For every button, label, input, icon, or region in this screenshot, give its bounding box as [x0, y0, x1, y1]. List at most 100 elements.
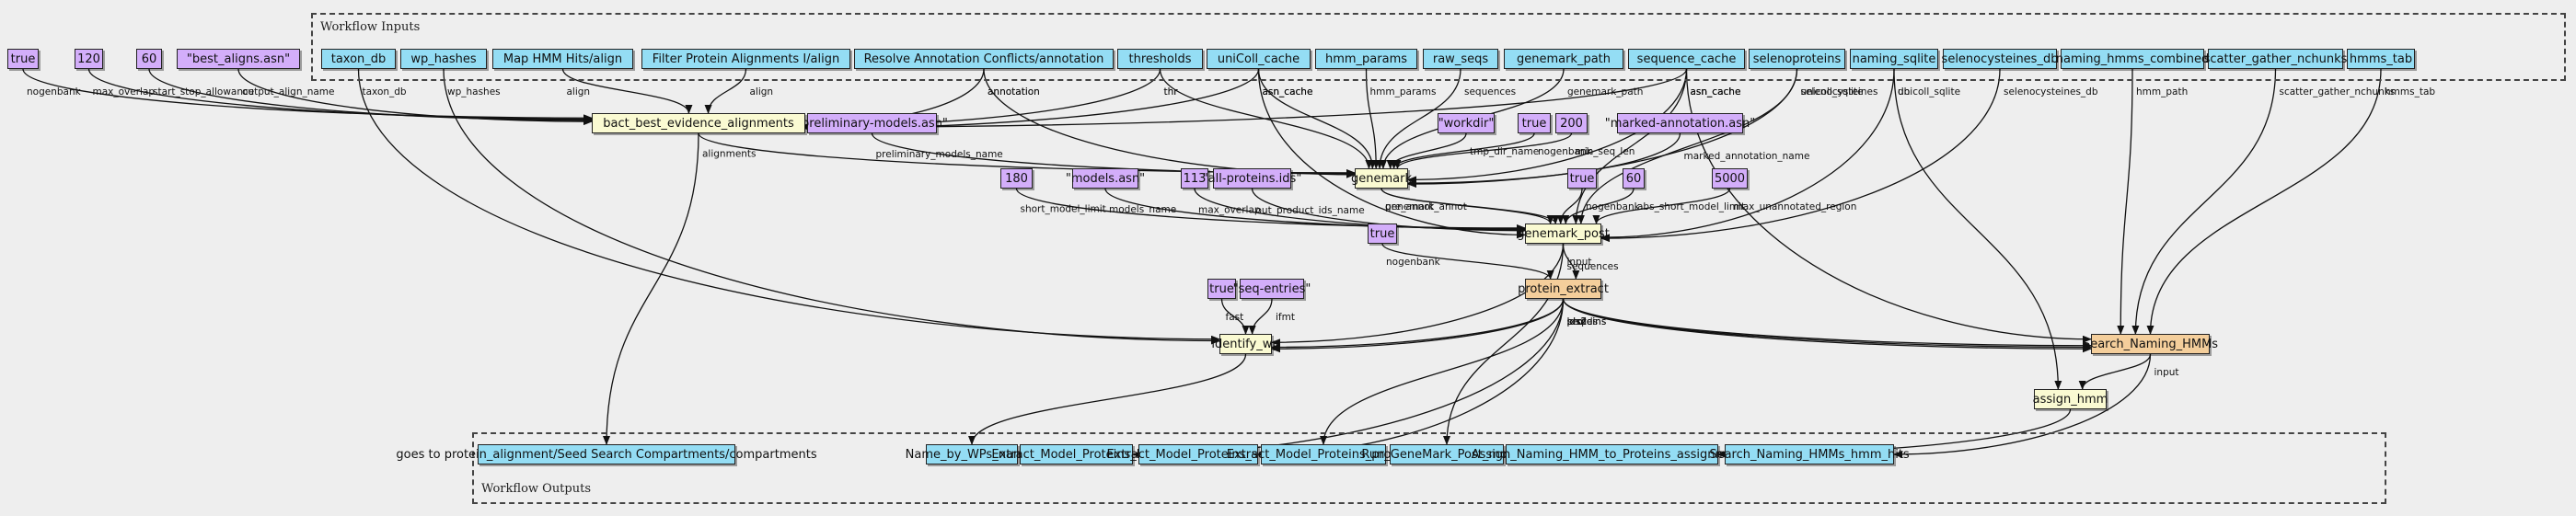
edge-identify-wp-to-o-names — [968, 353, 1247, 445]
edge-sequence-cache-to-genemark-post — [1572, 68, 1688, 224]
edge-unicoll-cache-to-genemark-post — [1257, 68, 1526, 239]
node-label: true — [1209, 281, 1234, 296]
input-node-wp-hashes[interactable]: wp_hashes — [400, 49, 487, 69]
edge-sequence-cache-to-bact — [804, 68, 1688, 132]
edge-label: input — [1567, 257, 1592, 268]
edge-label: pre_annot — [1385, 201, 1434, 212]
output-node-o-names[interactable]: Name_by_WPs_names — [906, 444, 1038, 464]
edge-l-true5-to-identify-wp — [1220, 298, 1250, 335]
edge-l-120-to-bact — [87, 68, 593, 123]
edge-scatter-gather-nchunks-to-search-naming — [2131, 68, 2277, 335]
node-label: hmms_tab — [2349, 52, 2413, 66]
edge-protein-extract-to-o-lds2 — [1132, 298, 1565, 458]
literal-node-l-models[interactable]: "models.asn" — [1066, 168, 1145, 189]
edge-label: hmms_tab — [2385, 86, 2435, 97]
input-node-sequence-cache[interactable]: sequence_cache — [1628, 49, 1745, 69]
node-label: Extract_Model_Proteins_proteins — [1226, 447, 1421, 462]
input-node-taxon-db[interactable]: taxon_db — [321, 49, 396, 69]
output-node-o-lds2[interactable]: Extract_Model_Proteins_lds2 — [991, 444, 1161, 464]
node-label: 60 — [141, 52, 157, 66]
edge-label: short_model_limit — [1021, 203, 1106, 214]
output-node-o-gmpost[interactable]: Run_GeneMark_Post_models — [1361, 444, 1532, 464]
input-node-naming-hmms-combined[interactable]: naming_hmms_combined — [2056, 49, 2209, 69]
input-node-selenocysteines-db[interactable]: selenocysteines_db — [1942, 49, 2058, 69]
input-node-hmms-tab[interactable]: hmms_tab — [2347, 49, 2415, 69]
step-node-protein-extract[interactable]: protein_extract — [1518, 279, 1609, 299]
input-node-selenoproteins[interactable]: selenoproteins — [1749, 49, 1845, 69]
edge-genemark-post-to-o-gmpost — [1443, 243, 1565, 445]
edge-label: marked_annotation_name — [1684, 151, 1810, 162]
literal-node-l-120[interactable]: 120 — [75, 49, 103, 69]
literal-node-l-true5[interactable]: true — [1207, 279, 1236, 299]
literal-node-l-best[interactable]: "best_aligns.asn" — [177, 49, 300, 69]
edge-naming-hmms-combined-to-search-naming — [2117, 68, 2133, 335]
step-node-genemark-post[interactable]: genemark_post — [1517, 224, 1610, 244]
edge-label: selenocysteines — [1801, 86, 1878, 97]
edge-naming-sqlite-to-genemark-post — [1600, 68, 1895, 242]
literal-node-l-true3[interactable]: true — [1567, 168, 1597, 189]
edge-label: out_product_ids_name — [1256, 205, 1365, 216]
step-node-search-naming[interactable]: Search_Naming_HMMs — [2083, 334, 2218, 354]
literal-node-l-200[interactable]: 200 — [1555, 113, 1588, 133]
literal-node-l-allprot[interactable]: "all-proteins.ids" — [1203, 168, 1301, 189]
output-node-o-assign[interactable]: Assign_Naming_HMM_to_Proteins_assignment… — [1472, 444, 1752, 464]
output-node-o-compart[interactable]: goes to protein_alignment/Seed Search Co… — [396, 444, 817, 464]
output-node-o-seqids[interactable]: Extract_Model_Proteins_seqids — [1106, 444, 1290, 464]
node-label: raw_seqs — [1432, 52, 1489, 66]
literal-node-l-true4[interactable]: true — [1368, 224, 1397, 244]
workflow-inputs-cluster: Workflow Inputs — [311, 13, 2566, 81]
literal-node-l-true2[interactable]: true — [1518, 113, 1551, 133]
edge-selenoproteins-to-genemark-post — [1577, 68, 1798, 224]
literal-node-l-60b[interactable]: 60 — [1623, 168, 1645, 189]
literal-node-l-60a[interactable]: 60 — [136, 49, 162, 69]
edge-label: models_name — [1109, 204, 1176, 215]
output-node-o-hits[interactable]: Search_Naming_HMMs_hmm_hits — [1709, 444, 1910, 464]
input-node-unicoll-cache[interactable]: uniColl_cache — [1207, 49, 1311, 69]
edge-hmms-tab-to-search-naming — [2146, 68, 2382, 335]
input-node-hmm-params[interactable]: hmm_params — [1315, 49, 1417, 69]
workflow-outputs-label: Workflow Outputs — [481, 482, 591, 496]
literal-node-l-180[interactable]: 180 — [1000, 168, 1033, 189]
literal-node-l-workdir[interactable]: "workdir" — [1438, 113, 1495, 133]
edge-label: min_seq_len — [1576, 146, 1635, 157]
edge-filter-prot-to-bact — [704, 68, 747, 114]
input-node-scatter-gather-nchunks[interactable]: scatter_gather_nchunks — [2204, 49, 2347, 69]
step-node-identify-wp[interactable]: identify_wp — [1211, 334, 1280, 354]
edge-label: lds2 — [1567, 316, 1588, 327]
step-node-bact[interactable]: bact_best_evidence_alignments — [592, 113, 805, 133]
input-node-resolve[interactable]: Resolve Annotation Conflicts/annotation — [854, 49, 1114, 69]
edge-label: align — [750, 86, 774, 97]
literal-node-l-prelim[interactable]: "preliminary-models.asn" — [796, 113, 948, 133]
edge-label: sequences — [1567, 261, 1619, 272]
node-label: true — [1369, 226, 1395, 241]
node-label: 120 — [77, 52, 100, 66]
edge-label: annotation — [988, 86, 1040, 97]
edge-label: max_overlap — [93, 86, 156, 97]
node-label: uniColl_cache — [1217, 52, 1300, 66]
edge-label: preliminary_models_name — [876, 149, 1003, 160]
edge-label: sequences — [1464, 86, 1516, 97]
edge-bact-to-genemark — [698, 132, 1356, 177]
edge-l-200-to-genemark — [1393, 132, 1573, 169]
input-node-raw-seqs[interactable]: raw_seqs — [1423, 49, 1498, 69]
step-node-genemark[interactable]: genemark — [1351, 168, 1412, 189]
edge-label: asn_cache — [1263, 86, 1313, 97]
node-label: goes to protein_alignment/Seed Search Co… — [396, 447, 817, 462]
literal-node-l-marked[interactable]: "marked-annotation.asn" — [1605, 113, 1755, 133]
literal-node-l-5000[interactable]: 5000 — [1712, 168, 1748, 189]
output-node-o-proteins[interactable]: Extract_Model_Proteins_proteins — [1227, 444, 1420, 464]
edge-l-seqentries-to-identify-wp — [1248, 298, 1273, 335]
step-node-assign-hmm[interactable]: assign_hmm — [2033, 389, 2108, 409]
input-node-genemark-path[interactable]: genemark_path — [1504, 49, 1623, 69]
edge-l-true1-to-bact — [22, 68, 593, 122]
edge-l-5000-to-genemark-post — [1592, 188, 1731, 224]
input-node-map-hmm[interactable]: Map HMM Hits/align — [492, 49, 633, 69]
input-node-naming-sqlite[interactable]: naming_sqlite — [1850, 49, 1938, 69]
input-node-filter-prot[interactable]: Filter Protein Alignments I/align — [641, 49, 850, 69]
input-node-thresholds[interactable]: thresholds — [1117, 49, 1203, 69]
literal-node-l-113[interactable]: 113 — [1181, 168, 1208, 189]
node-label: thresholds — [1128, 52, 1192, 66]
literal-node-l-seqentries[interactable]: "seq-entries" — [1233, 279, 1311, 299]
literal-node-l-true1[interactable]: true — [7, 49, 39, 69]
node-label: wp_hashes — [410, 52, 477, 66]
